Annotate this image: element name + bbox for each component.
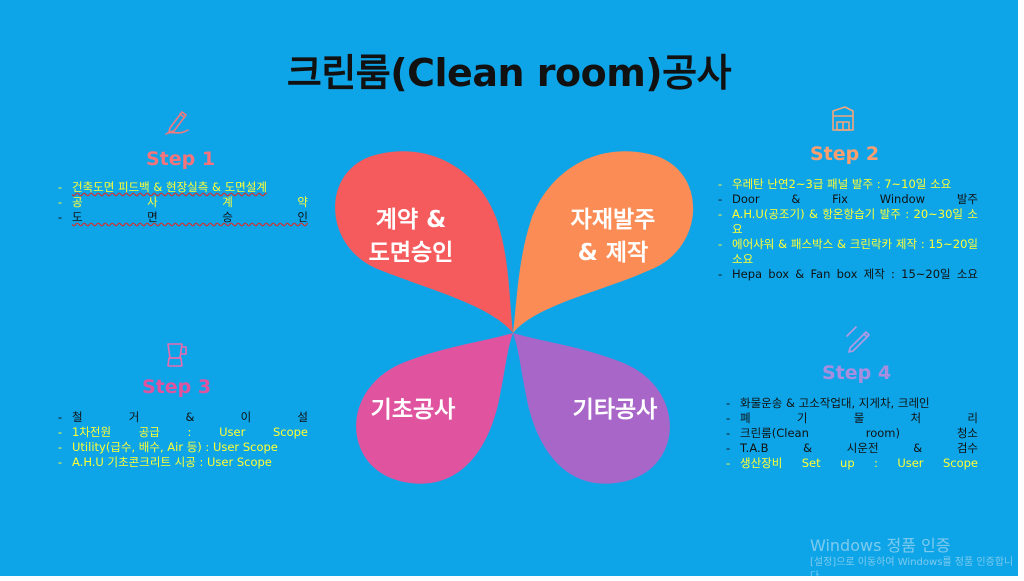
list-item: Door & Fix Window 발주 [718,192,978,207]
step-2-list: 우레탄 난연2~3급 패널 발주 : 7~10일 소요 Door & Fix W… [718,177,978,282]
step-1-title: Step 1 [146,148,216,170]
slide-title: 크린룸(Clean room)공사 [286,51,732,95]
petal-label-line: 계약 & [375,207,447,233]
step-3-list: 철 거 & 이 설 1차전원 공급 : User Scope Utility(급… [58,410,308,470]
petal-label-foundation: 기초공사 [348,394,478,427]
petal-label-line: & 제작 [577,240,649,266]
petal-label-contract: 계약 & 도면승인 [346,204,476,270]
list-item: 철 거 & 이 설 [58,410,308,425]
list-item: A.H.U 기초콘크리트 시공 : User Scope [58,455,308,470]
list-item: 크린룸(Clean room) 청소 [726,426,978,441]
list-item: 폐 기 물 처 리 [726,411,978,426]
pen-writing-icon [165,111,189,135]
petal-other [513,333,670,484]
petal-label-line: 자재발주 [570,207,656,233]
list-item: A.H.U(공조기) & 항온항습기 발주 : 20~30일 소요 [718,207,978,237]
list-item: 공 사 계 약 [58,195,308,210]
petal-label-materials: 자재발주 & 제작 [548,204,678,270]
list-item: T.A.B & 시운전 & 검수 [726,441,978,456]
list-item: 에어샤워 & 패스박스 & 크린락카 제작 : 15~20일 소요 [718,237,978,267]
list-item: 생산장비 Set up : User Scope [726,456,978,471]
petal-label-line: 기초공사 [370,397,456,423]
step-3-title: Step 3 [142,376,212,398]
list-item: 우레탄 난연2~3급 패널 발주 : 7~10일 소요 [718,177,978,192]
petal-label-line: 도면승인 [368,240,454,266]
list-item: 건축도면 피드백 & 현장실측 & 도면설계 [58,180,308,195]
list-item: 1차전원 공급 : User Scope [58,425,308,440]
list-item: 도 면 승 인 [58,210,308,225]
list-item: 화물운송 & 고소작업대, 지게차, 크레인 [726,396,978,411]
activation-watermark: Windows 정품 인증 [설정]으로 이동하여 Windows를 정품 인증… [810,536,1018,576]
watermark-title: Windows 정품 인증 [810,536,951,555]
petal-contract [335,151,513,333]
blender-icon [167,343,187,367]
factory-icon [832,106,854,131]
list-item: Utility(급수, 배수, Air 등) : User Scope [58,440,308,455]
list-item: Hepa box & Fan box 제작 : 15~20일 소요 [718,267,978,282]
step-2-title: Step 2 [810,143,880,165]
petal-label-line: 기타공사 [572,397,658,423]
step-4-title: Step 4 [822,362,892,384]
petal-foundation [356,333,513,484]
step-4-list: 화물운송 & 고소작업대, 지게차, 크레인 폐 기 물 처 리 크린룸(Cle… [726,396,978,471]
step-1-list: 건축도면 피드백 & 현장실측 & 도면설계 공 사 계 약 도 면 승 인 [58,180,308,225]
pencil-ruler-icon [846,326,870,353]
petal-label-other: 기타공사 [550,394,680,427]
watermark-subtitle: [설정]으로 이동하여 Windows를 정품 인증합니다. [810,557,1014,576]
petal-materials [513,151,694,333]
